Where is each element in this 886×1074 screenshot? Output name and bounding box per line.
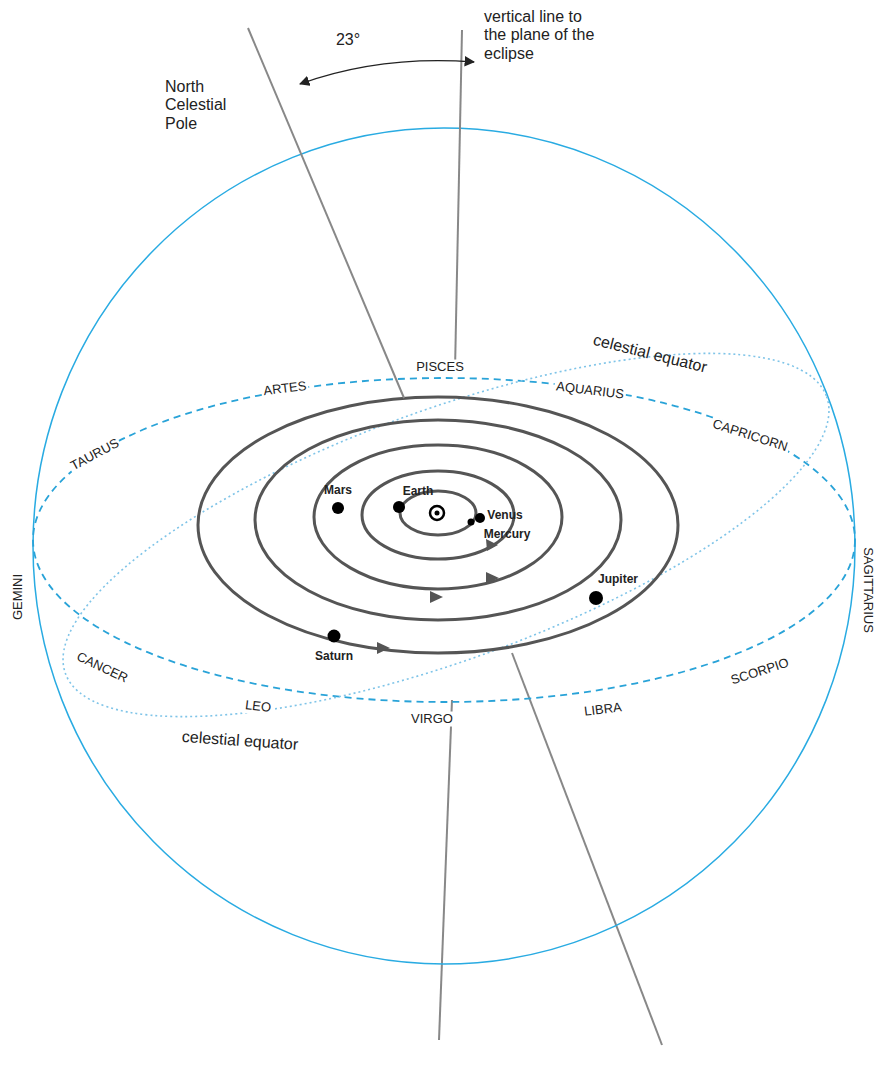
note-label: celestial equator [591,331,709,377]
note-label: vertical line to the plane of the eclips… [484,8,602,63]
planet-label: Earth [403,485,434,499]
zodiac-label: TAURUS [67,435,124,475]
zodiac-label: GEMINI [11,572,26,622]
zodiac-label: LIBRA [581,700,624,720]
zodiac-label: SCORPIO [727,655,792,689]
zodiac-label: AQUARIUS [553,379,626,403]
zodiac-label: ARTES [261,379,310,400]
planet-label: Saturn [315,650,353,664]
planet-label: Mercury [484,528,531,542]
zodiac-label: CAPRICORN [709,416,792,456]
zodiac-label: LEO [242,698,274,716]
zodiac-label: SAGITTARIUS [861,545,876,635]
zodiac-label: CANCER [72,649,132,687]
planet-label: Venus [487,509,522,523]
note-label: North Celestial Pole [165,78,245,133]
note-label: celestial equator [181,728,299,754]
zodiac-label: VIRGO [409,712,455,727]
note-label: 23° [336,31,360,49]
planet-label: Jupiter [598,573,638,587]
zodiac-label: PISCES [414,360,466,375]
planet-label: Mars [324,484,352,498]
